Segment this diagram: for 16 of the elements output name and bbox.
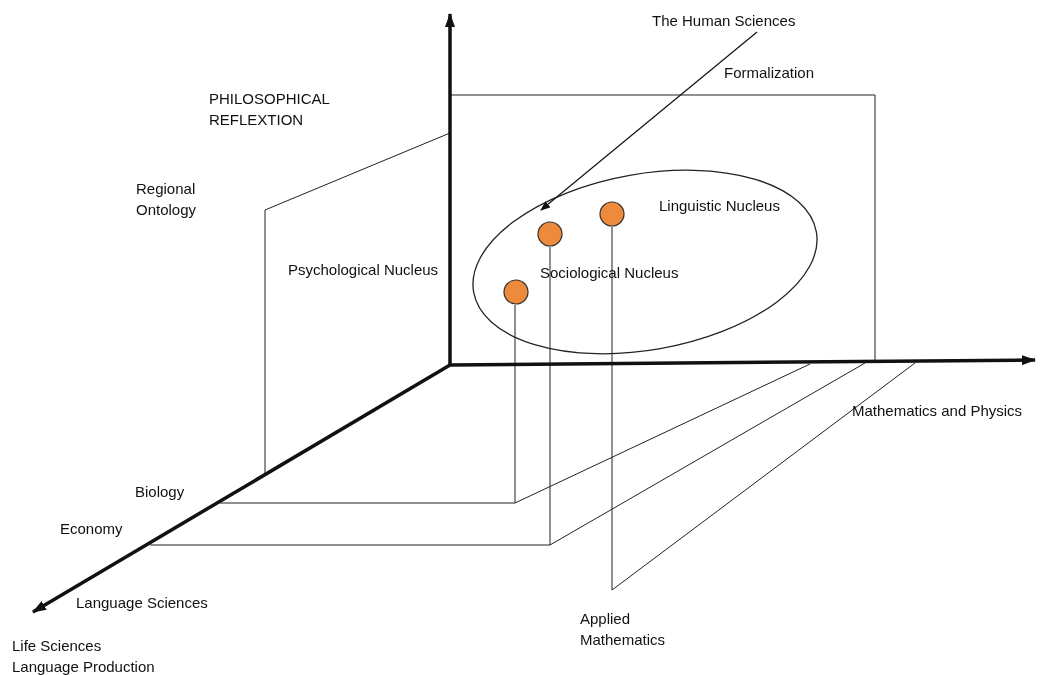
axis-label: Regional Ontology — [136, 179, 198, 220]
arrow — [540, 31, 758, 211]
axis-label: Biology — [135, 482, 185, 502]
axis-label: Linguistic Nucleus — [659, 196, 780, 216]
axis-label: Formalization — [724, 63, 815, 83]
axis-label: Psychological Nucleus — [288, 260, 439, 280]
axis-label: Language Sciences — [76, 593, 208, 613]
axis-label: Life Sciences — [12, 636, 102, 656]
axis-label: PHILOSOPHICAL REFLEXTION — [209, 89, 331, 130]
axis-label: Economy — [60, 519, 123, 539]
axis-label: Mathematics and Physics — [852, 401, 1023, 421]
axis-label: Language Production — [12, 657, 155, 675]
ellipse — [472, 169, 818, 355]
node-text: The Human Sciences — [652, 10, 796, 31]
axis-label: Sociological Nucleus — [540, 263, 679, 283]
axis-label: Applied Mathematics — [580, 609, 667, 650]
